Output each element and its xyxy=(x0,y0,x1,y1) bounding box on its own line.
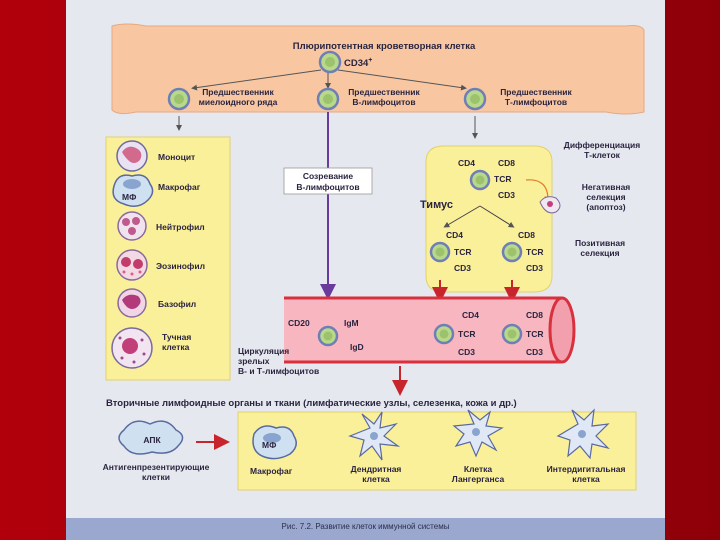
b-maturation-line1: Созревание xyxy=(303,171,354,181)
secondary-organs-title: Вторичные лимфоидные органы и ткани (лим… xyxy=(106,398,517,409)
basophil-icon xyxy=(117,288,147,318)
vessel-cd3-right: CD3 xyxy=(526,347,543,357)
progenitor-b-cell xyxy=(316,87,340,111)
progenitor-t-cell xyxy=(463,87,487,111)
thymus-branch-arrows xyxy=(443,205,515,228)
negative-selection-line3: (апоптоз) xyxy=(586,202,625,212)
negative-selection-line2: селекция xyxy=(586,192,625,202)
t-differentiation-line1: Дифференциация xyxy=(564,140,640,150)
stem-cell-label: Плюрипотентная кроветворная клетка xyxy=(293,41,476,52)
stem-marker: CD34+ xyxy=(344,57,372,69)
stem-cell-arrows xyxy=(191,69,467,91)
dendritic-label-line2: клетка xyxy=(362,474,390,484)
cd20-label: CD20 xyxy=(288,318,310,328)
eosinophil-label: Эозинофил xyxy=(156,261,205,271)
b-lymphocyte-cell xyxy=(317,325,339,347)
thymus-top-cd8: CD8 xyxy=(498,158,515,168)
mast-cell-icon xyxy=(111,327,153,369)
bottom-macrophage-icon xyxy=(252,425,297,460)
langerhans-cell-icon xyxy=(452,409,504,458)
vessel-cd3-left: CD3 xyxy=(458,347,475,357)
progenitor-myeloid-line1: Предшественник xyxy=(202,87,274,97)
thymus-right-cd3: CD3 xyxy=(526,263,543,273)
caption-strip: Рис. 7.2. Развитие клеток иммунной систе… xyxy=(66,518,665,540)
thymus-top-tcr: TCR xyxy=(494,174,511,184)
vessel-cd8-label: CD8 xyxy=(526,310,543,320)
positive-selection-line1: Позитивная xyxy=(575,238,625,248)
mast-cell-label-line2: клетка xyxy=(162,342,190,352)
interdigital-label-line2: клетка xyxy=(572,474,600,484)
macrophage-abbr: МФ xyxy=(122,192,136,202)
t-differentiation-line2: Т-клеток xyxy=(584,150,621,160)
thymus-title: Тимус xyxy=(420,199,453,211)
macrophage-icon xyxy=(112,174,154,207)
progenitor-t-line1: Предшественник xyxy=(500,87,572,97)
bottom-macrophage-label: Макрофаг xyxy=(250,466,293,476)
t-helper-cell xyxy=(433,323,455,345)
macrophage-label: Макрофаг xyxy=(158,182,201,192)
figure-panel: Плюрипотентная кроветворная клетка CD34+… xyxy=(66,0,665,540)
thymus-right-cd8: CD8 xyxy=(518,230,535,240)
progenitor-b-line1: Предшественник xyxy=(348,87,420,97)
progenitor-myeloid-line2: миелоидного ряда xyxy=(199,97,278,107)
interdigital-cell-icon xyxy=(556,408,610,460)
b-maturation-line2: В-лимфоцитов xyxy=(296,182,359,192)
thymus-top-cd3: CD3 xyxy=(498,190,515,200)
eosinophil-icon xyxy=(116,249,148,281)
stem-cell xyxy=(318,50,342,74)
langerhans-label-line1: Клетка xyxy=(464,464,493,474)
progenitor-t-line2: Т-лимфоцитов xyxy=(505,97,567,107)
monocyte-label: Моноцит xyxy=(158,152,195,162)
negative-selection-line1: Негативная xyxy=(582,182,631,192)
langerhans-label-line2: Лангерганса xyxy=(452,474,505,484)
thymocyte-cd4 xyxy=(429,241,451,263)
b-maturation-box xyxy=(283,167,373,195)
apoptotic-cell-icon xyxy=(539,196,561,214)
bottom-macrophage-abbr: МФ xyxy=(262,440,276,450)
figure-caption: Рис. 7.2. Развитие клеток иммунной систе… xyxy=(281,522,450,531)
apc-abbr: АПК xyxy=(143,435,161,445)
igm-label: IgM xyxy=(344,318,359,328)
dendritic-cell-icon xyxy=(348,411,401,461)
progenitor-myeloid-cell xyxy=(167,87,191,111)
circulation-line2: зрелых xyxy=(238,356,270,366)
apc-label-line2: клетки xyxy=(142,472,170,482)
thymus-left-cd4: CD4 xyxy=(446,230,463,240)
mast-cell-label-line1: Тучная xyxy=(162,332,191,342)
progenitor-b-line2: В-лимфоцитов xyxy=(352,97,415,107)
immune-cell-diagram: Плюрипотентная кроветворная клетка CD34+… xyxy=(103,23,645,491)
thymocyte-cd8 xyxy=(501,241,523,263)
vessel-tcr-right: TCR xyxy=(526,329,543,339)
monocyte-icon xyxy=(116,140,148,172)
thymus-left-cd3: CD3 xyxy=(454,263,471,273)
dendritic-label-line1: Дендритная xyxy=(351,464,402,474)
neutrophil-icon xyxy=(117,211,147,241)
progenitor-box xyxy=(111,23,645,115)
circulation-line1: Циркуляция xyxy=(238,346,289,356)
thymocyte-double-positive xyxy=(469,169,491,191)
basophil-label: Базофил xyxy=(158,299,196,309)
thymus-top-cd4: CD4 xyxy=(458,158,475,168)
vessel-cd4-label: CD4 xyxy=(462,310,479,320)
neutrophil-label: Нейтрофил xyxy=(156,222,205,232)
positive-selection-line2: селекция xyxy=(580,248,619,258)
apc-icon xyxy=(118,420,184,455)
thymus-right-tcr: TCR xyxy=(526,247,543,257)
vessel-tcr-left: TCR xyxy=(458,329,475,339)
interdigital-label-line1: Интердигитальная xyxy=(547,464,626,474)
apc-label-line1: Антигенпрезентирующие xyxy=(103,462,210,472)
igd-label: IgD xyxy=(350,342,364,352)
thymus-left-tcr: TCR xyxy=(454,247,471,257)
t-cytotoxic-cell xyxy=(501,323,523,345)
circulation-line3: В- и Т-лимфоцитов xyxy=(238,366,319,376)
